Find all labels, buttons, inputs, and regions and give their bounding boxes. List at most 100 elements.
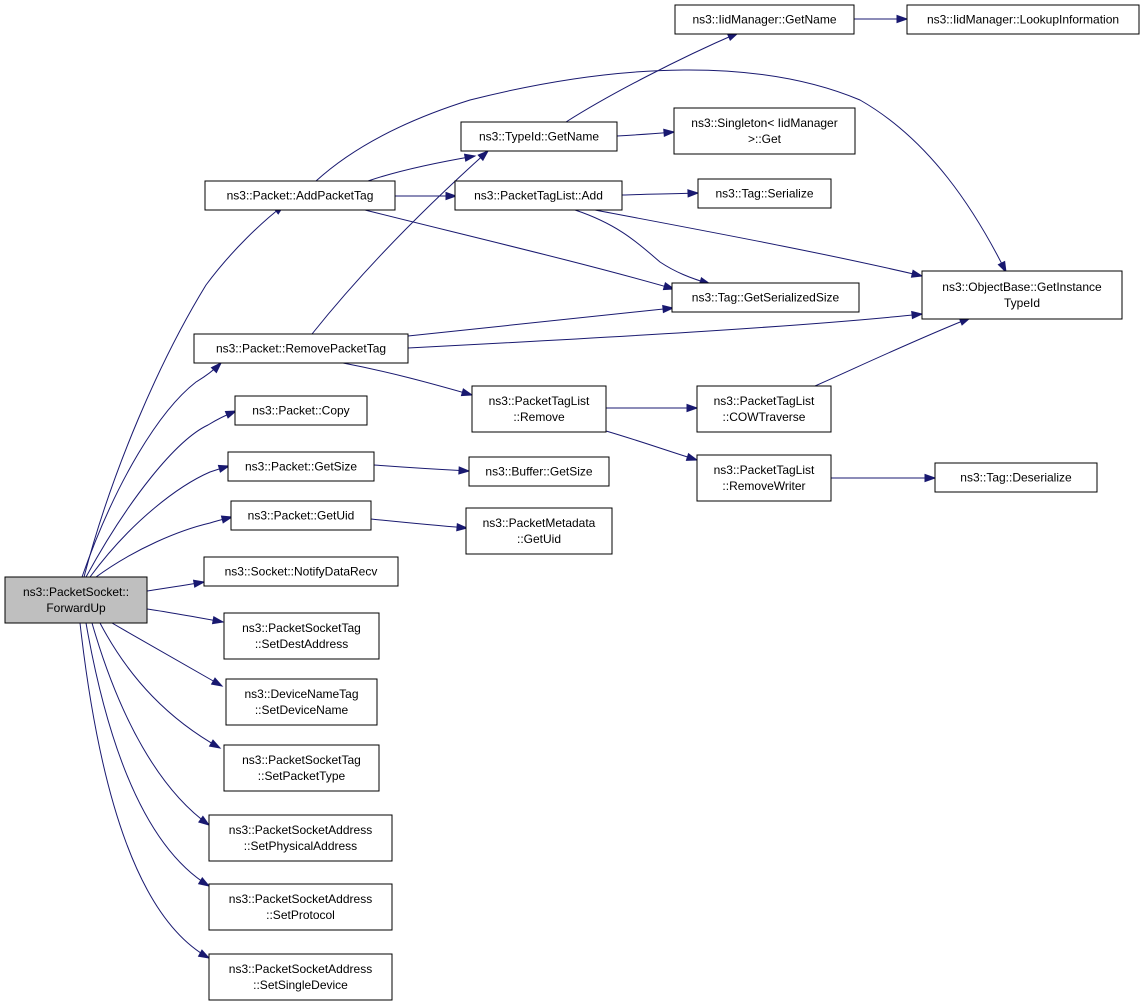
edge-line bbox=[565, 32, 739, 123]
node-label: ns3::Packet::AddPacketTag bbox=[227, 189, 374, 203]
node-label: ns3::DeviceNameTag bbox=[244, 687, 358, 701]
edge-line bbox=[79, 622, 210, 959]
node-getsize[interactable]: ns3::Packet::GetSize bbox=[227, 451, 375, 482]
node-setphysicaladdress[interactable]: ns3::PacketSocketAddress::SetPhysicalAdd… bbox=[208, 814, 393, 862]
node-label: >::Get bbox=[748, 132, 782, 146]
node-label: ns3::PacketSocketAddress bbox=[229, 892, 372, 906]
node-packettaglistremove[interactable]: ns3::PacketTagList::Remove bbox=[471, 385, 607, 433]
node-box bbox=[934, 462, 1098, 493]
node-buffergetsize[interactable]: ns3::Buffer::GetSize bbox=[468, 456, 610, 487]
node-setpackettype[interactable]: ns3::PacketSocketTag::SetPacketType bbox=[223, 744, 380, 792]
node-singletonget[interactable]: ns3::Singleton< IidManager>::Get bbox=[673, 107, 856, 155]
node-label: ns3::PacketTagList bbox=[714, 394, 815, 408]
node-box bbox=[697, 178, 832, 209]
node-box bbox=[906, 4, 1140, 35]
node-box bbox=[465, 507, 613, 555]
arrowhead bbox=[663, 128, 676, 138]
edge-packettaglistadd-to-taggetserializedsize bbox=[574, 209, 712, 286]
node-label: ns3::IidManager::LookupInformation bbox=[927, 13, 1119, 27]
node-tagdeserialize[interactable]: ns3::Tag::Deserialize bbox=[934, 462, 1098, 493]
arrowhead bbox=[224, 410, 238, 419]
node-getuid[interactable]: ns3::Packet::GetUid bbox=[230, 500, 372, 531]
edge-removepackettag-to-taggetserializedsize bbox=[407, 304, 675, 337]
node-label: ::SetDeviceName bbox=[255, 703, 349, 717]
edge-line bbox=[370, 518, 468, 529]
node-addpackettag[interactable]: ns3::Packet::AddPacketTag bbox=[204, 180, 396, 211]
node-label: ns3::Buffer::GetSize bbox=[485, 465, 592, 479]
node-notifydatarecv[interactable]: ns3::Socket::NotifyDataRecv bbox=[203, 556, 399, 587]
node-box bbox=[921, 270, 1123, 320]
arrowhead bbox=[686, 403, 699, 413]
node-label: ::COWTraverse bbox=[723, 410, 806, 424]
arrowhead bbox=[198, 815, 211, 826]
node-label: ns3::PacketMetadata bbox=[483, 516, 596, 530]
edge-line bbox=[407, 313, 923, 349]
arrowhead bbox=[197, 949, 211, 959]
node-label: ns3::TypeId::GetName bbox=[479, 130, 599, 144]
edge-addpackettag-to-getinstancetypeid bbox=[315, 69, 1007, 274]
edge-line bbox=[594, 209, 923, 277]
node-label: ::SetDestAddress bbox=[255, 637, 348, 651]
node-box bbox=[227, 451, 375, 482]
node-label: ns3::PacketTagList::Add bbox=[474, 189, 603, 203]
node-taggetserializedsize[interactable]: ns3::Tag::GetSerializedSize bbox=[671, 282, 860, 313]
node-metadatagetuid[interactable]: ns3::PacketMetadata::GetUid bbox=[465, 507, 613, 555]
node-label: ::SetSingleDevice bbox=[253, 978, 348, 992]
node-label: ns3::Tag::Serialize bbox=[715, 187, 813, 201]
node-label: ns3::PacketSocketTag bbox=[242, 621, 361, 635]
node-box bbox=[674, 4, 855, 35]
node-label: ns3::ObjectBase::GetInstance bbox=[942, 280, 1102, 294]
arrowhead bbox=[463, 153, 477, 162]
edge-packettaglistadd-to-getinstancetypeid bbox=[594, 209, 924, 278]
node-label: ns3::PacketSocketAddress bbox=[229, 962, 372, 976]
node-iidgetname[interactable]: ns3::IidManager::GetName bbox=[674, 4, 855, 35]
node-setdestaddress[interactable]: ns3::PacketSocketTag::SetDestAddress bbox=[223, 612, 380, 660]
node-label: ns3::Packet::RemovePacketTag bbox=[216, 342, 386, 356]
node-box bbox=[208, 953, 393, 1001]
arrowhead bbox=[445, 191, 458, 201]
edge-line bbox=[111, 622, 223, 687]
node-packettaglistadd[interactable]: ns3::PacketTagList::Add bbox=[454, 180, 623, 211]
arrowhead bbox=[687, 189, 700, 198]
node-label: ::GetUid bbox=[517, 532, 561, 546]
node-forwardup[interactable]: ns3::PacketSocket::ForwardUp bbox=[4, 576, 148, 624]
arrowhead bbox=[662, 282, 676, 291]
edge-line bbox=[91, 622, 210, 826]
node-setsingledevice[interactable]: ns3::PacketSocketAddress::SetSingleDevic… bbox=[208, 953, 393, 1001]
node-setprotocol[interactable]: ns3::PacketSocketAddress::SetProtocol bbox=[208, 883, 393, 931]
node-box bbox=[203, 556, 399, 587]
node-copy[interactable]: ns3::Packet::Copy bbox=[234, 395, 368, 426]
arrowhead bbox=[211, 615, 225, 625]
node-removepackettag[interactable]: ns3::Packet::RemovePacketTag bbox=[193, 333, 409, 364]
edge-line bbox=[373, 464, 470, 472]
arrowhead bbox=[924, 473, 937, 483]
node-label: ns3::Packet::GetUid bbox=[248, 509, 355, 523]
edge-forwardup-to-setdestaddress bbox=[146, 608, 225, 625]
edge-forwardup-to-copy bbox=[85, 410, 238, 578]
node-setdevicename[interactable]: ns3::DeviceNameTag::SetDeviceName bbox=[225, 678, 378, 726]
node-label: ::SetPhysicalAddress bbox=[244, 839, 357, 853]
node-box bbox=[673, 107, 856, 155]
node-label: ns3::PacketTagList bbox=[489, 394, 590, 408]
edge-forwardup-to-getuid bbox=[95, 515, 234, 578]
node-iidlookup[interactable]: ns3::IidManager::LookupInformation bbox=[906, 4, 1140, 35]
edge-forwardup-to-setdevicename bbox=[111, 622, 224, 687]
edge-line bbox=[342, 362, 473, 396]
node-removewriter[interactable]: ns3::PacketTagList::RemoveWriter bbox=[696, 454, 832, 502]
node-box bbox=[4, 576, 148, 624]
node-box bbox=[234, 395, 368, 426]
edge-removepackettag-to-typeidgetname bbox=[311, 149, 490, 335]
node-label: ns3::PacketSocket:: bbox=[23, 585, 129, 599]
node-label: ::SetProtocol bbox=[266, 908, 335, 922]
node-cowtraverse[interactable]: ns3::PacketTagList::COWTraverse bbox=[696, 385, 832, 433]
node-box bbox=[208, 883, 393, 931]
edge-line bbox=[364, 209, 675, 290]
arrowhead bbox=[456, 522, 469, 532]
edge-addpackettag-to-packettaglistadd bbox=[395, 191, 458, 201]
edge-line bbox=[407, 307, 674, 337]
node-typeidgetname[interactable]: ns3::TypeId::GetName bbox=[460, 121, 618, 152]
edge-line bbox=[146, 608, 224, 623]
edge-line bbox=[605, 430, 698, 461]
node-tagserialize[interactable]: ns3::Tag::Serialize bbox=[697, 178, 832, 209]
